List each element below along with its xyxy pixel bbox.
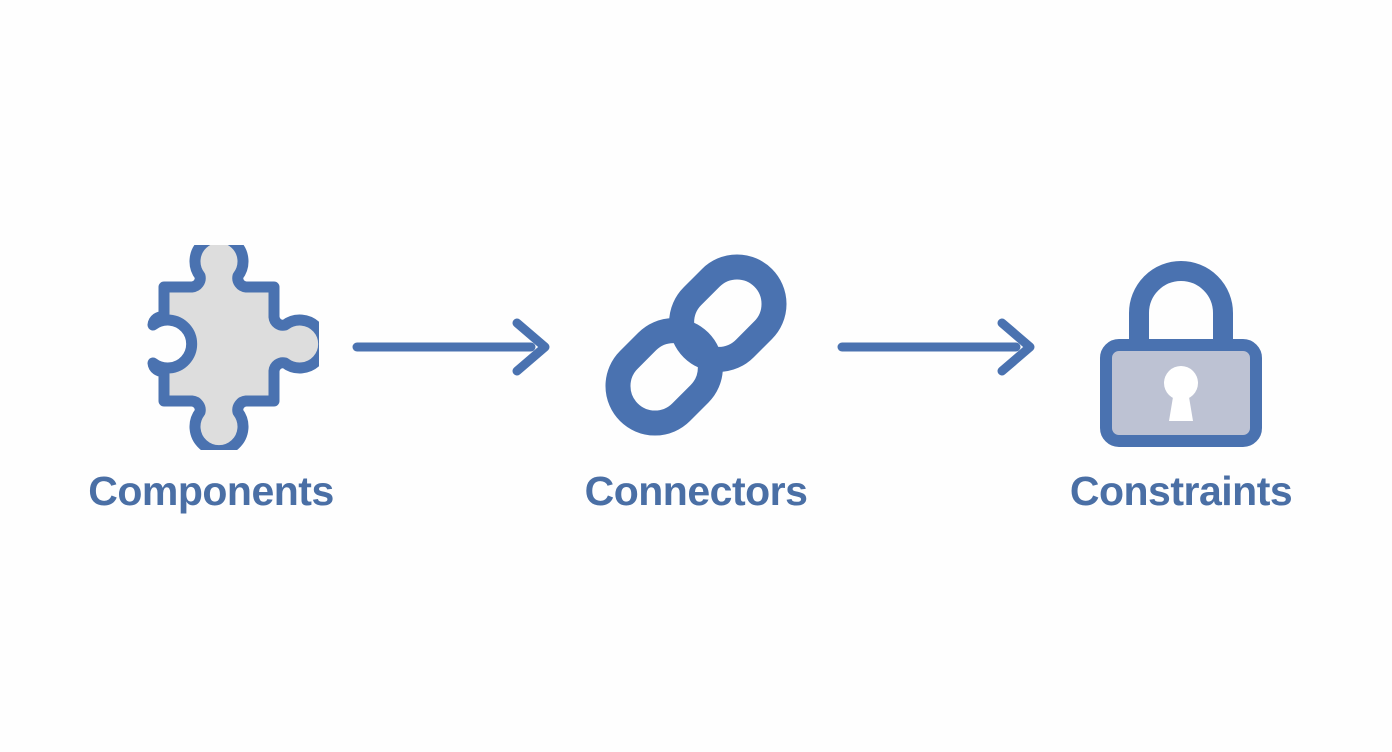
- stage-constraints[interactable]: Constraints: [1046, 238, 1316, 515]
- stage-label-connectors: Connectors: [584, 467, 808, 514]
- padlock-icon: [1066, 238, 1296, 458]
- stage-components[interactable]: Components: [76, 238, 346, 515]
- arrow-right-icon-1: [346, 237, 561, 457]
- stage-label-constraints: Constraints: [1069, 467, 1293, 514]
- arrow-right-icon-2: [831, 237, 1046, 457]
- puzzle-piece-icon: [96, 238, 326, 458]
- stage-label-components: Components: [88, 467, 334, 514]
- chain-link-icon: [581, 238, 811, 458]
- stage-connectors[interactable]: Connectors: [561, 238, 831, 515]
